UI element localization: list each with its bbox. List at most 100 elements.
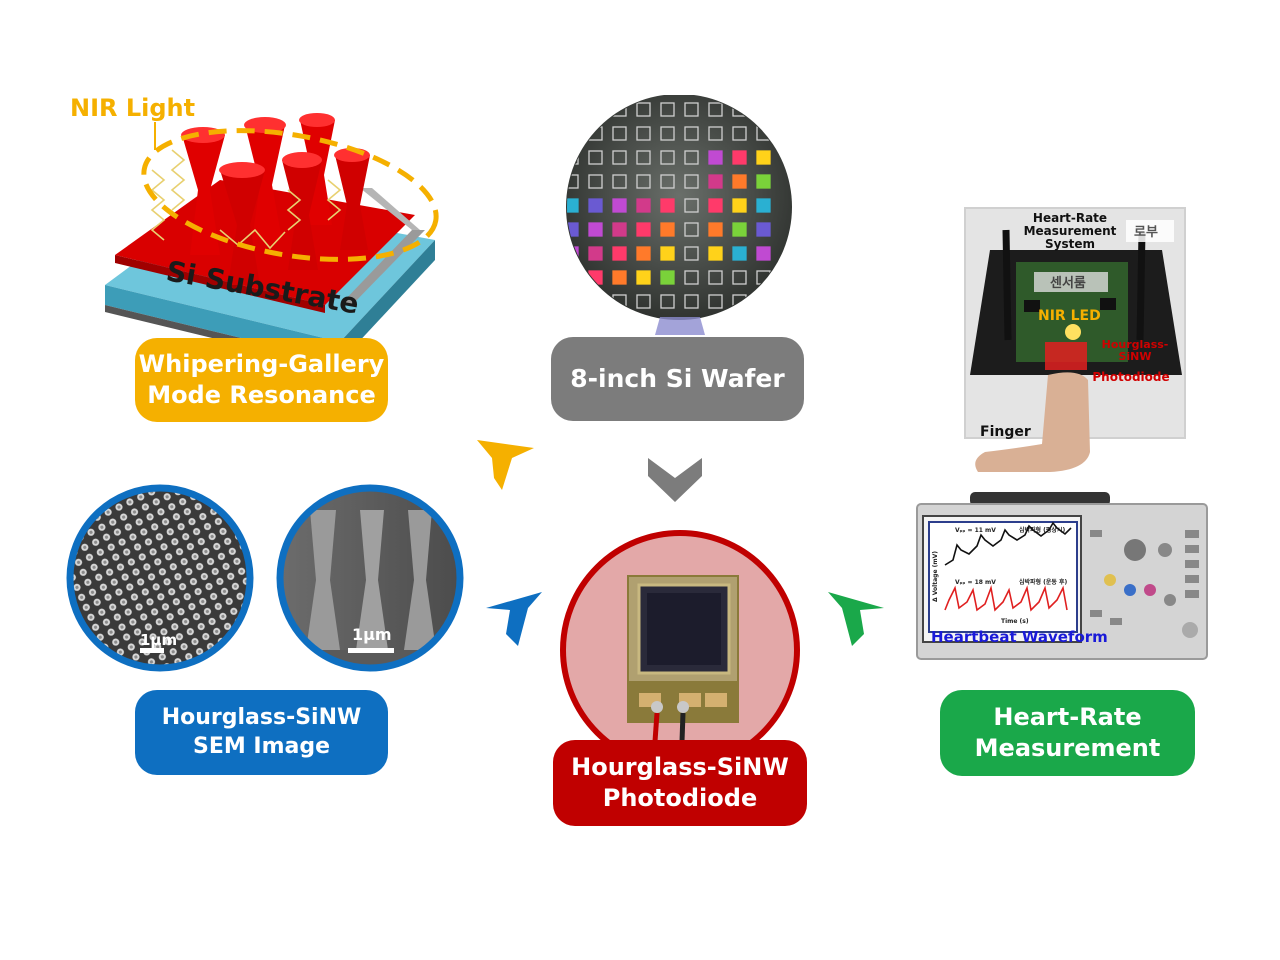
wafer-die xyxy=(684,198,699,213)
chevron-down-icon xyxy=(648,458,702,502)
heart-rate-device: 로부 센서룸 Heart-Rate Measurement System NIR… xyxy=(964,207,1186,472)
hr-system-label-2: Measurement xyxy=(1024,224,1117,238)
wafer-die xyxy=(567,102,579,117)
wafer-die xyxy=(588,102,603,117)
nir-waves xyxy=(150,149,342,250)
wafer-box: 8-inch Si Wafer xyxy=(551,337,804,421)
scope-xlabel: Time (s) xyxy=(1001,618,1029,625)
wafer-die xyxy=(636,198,651,213)
wgm-schematic: NIR Light Si Substrate xyxy=(70,94,439,350)
substrate-side xyxy=(340,240,435,350)
wafer-die xyxy=(567,294,579,309)
wafer-die xyxy=(660,270,675,285)
scope-ylabel: Δ Voltage (mV) xyxy=(932,551,939,602)
wafer-die xyxy=(732,198,747,213)
photodiode-image xyxy=(560,530,800,771)
heart-rate-box: Heart-Rate Measurement xyxy=(940,690,1195,776)
wafer-die xyxy=(588,246,603,261)
nanowire-pillars xyxy=(181,113,370,285)
wafer-image xyxy=(566,95,792,335)
wafer-die xyxy=(567,270,579,285)
scope-title-1: 심박파형 (평상시) xyxy=(1019,526,1065,534)
wafer-die xyxy=(708,198,723,213)
wafer-die xyxy=(732,150,747,165)
wafer-die xyxy=(684,270,699,285)
wafer-die xyxy=(636,174,651,189)
wafer-die xyxy=(636,150,651,165)
sem-images: 1µm 1µm xyxy=(66,484,464,672)
wafer-die xyxy=(588,198,603,213)
wafer-die xyxy=(684,126,699,141)
wafer-die xyxy=(636,294,651,309)
wafer-die xyxy=(660,150,675,165)
wafer-die xyxy=(708,126,723,141)
heartbeat-waveform-label: Heartbeat Waveform xyxy=(931,628,1108,646)
heart-rate-line2: Measurement xyxy=(974,734,1161,762)
hr-system-label-1: Heart-Rate xyxy=(1033,211,1107,225)
hr-system-label-3: System xyxy=(1045,237,1095,251)
wafer-die xyxy=(732,246,747,261)
wafer-die xyxy=(636,246,651,261)
wafer-line1: 8-inch Si Wafer xyxy=(570,364,785,393)
wafer-die xyxy=(612,126,627,141)
hg-pd-label-3: Photodiode xyxy=(1092,370,1169,384)
wafer-die xyxy=(660,102,675,117)
wafer-die xyxy=(660,198,675,213)
sem-cross-section xyxy=(280,488,460,668)
photodiode-box: Hourglass-SiNW Photodiode xyxy=(553,740,807,826)
nir-led-label: NIR LED xyxy=(1038,308,1101,324)
scope-controls xyxy=(1090,530,1199,638)
wafer-die xyxy=(588,294,603,309)
hg-pd-label-2: SiNW xyxy=(1118,350,1151,363)
wgm-line1: Whipering-Gallery xyxy=(138,350,385,379)
scope-vpp-1: Vₚₚ = 11 mV xyxy=(955,527,996,534)
korean-tag: 로부 xyxy=(1134,225,1158,240)
wafer-die xyxy=(567,198,579,213)
wafer-die xyxy=(588,222,603,237)
wafer-die xyxy=(756,222,771,237)
sem-line2: SEM Image xyxy=(192,733,331,759)
photodiode-module xyxy=(1045,342,1087,370)
wafer-die xyxy=(708,102,723,117)
wafer-die xyxy=(567,126,579,141)
wafer-die xyxy=(612,150,627,165)
finger-label: Finger xyxy=(980,424,1031,440)
wafer-die xyxy=(567,222,579,237)
wafer-die xyxy=(708,294,723,309)
oscilloscope: Vₚₚ = 11 mV 심박파형 (평상시) Vₚₚ = 18 mV 심박파형 … xyxy=(916,492,1208,660)
wafer-die xyxy=(708,246,723,261)
sem-box: Hourglass-SiNW SEM Image xyxy=(135,690,388,775)
wafer-die xyxy=(636,126,651,141)
wafer-die xyxy=(756,102,771,117)
wafer-die xyxy=(684,102,699,117)
wafer-die xyxy=(612,270,627,285)
substrate-front xyxy=(105,285,340,350)
wgm-line2: Mode Resonance xyxy=(147,381,376,409)
photodiode-line2: Photodiode xyxy=(602,784,758,812)
wafer-die xyxy=(612,222,627,237)
photodiode-line1: Hourglass-SiNW xyxy=(571,753,789,782)
waveform-red xyxy=(944,585,1068,612)
wafer-die xyxy=(588,150,603,165)
scalebar-label-1: 1µm xyxy=(140,631,177,649)
sem-top-view xyxy=(70,488,250,668)
wafer-die xyxy=(636,270,651,285)
wafer-die xyxy=(732,222,747,237)
wafer-die xyxy=(708,270,723,285)
wafer-die xyxy=(732,270,747,285)
wafer-die xyxy=(732,126,747,141)
wafer-die xyxy=(708,174,723,189)
wafer-die xyxy=(612,246,627,261)
wafer-die xyxy=(660,246,675,261)
wafer-die xyxy=(660,174,675,189)
chevron-upleft-yellow-icon xyxy=(477,440,534,490)
wafer-die xyxy=(756,294,771,309)
wgm-box: Whipering-Gallery Mode Resonance xyxy=(135,338,388,422)
scalebar-label-2: 1µm xyxy=(352,625,392,644)
heart-rate-line1: Heart-Rate xyxy=(993,703,1142,732)
wafer-die xyxy=(612,174,627,189)
wafer-die xyxy=(756,246,771,261)
wafer-die xyxy=(684,246,699,261)
wafer-die xyxy=(660,126,675,141)
wafer-die xyxy=(684,222,699,237)
